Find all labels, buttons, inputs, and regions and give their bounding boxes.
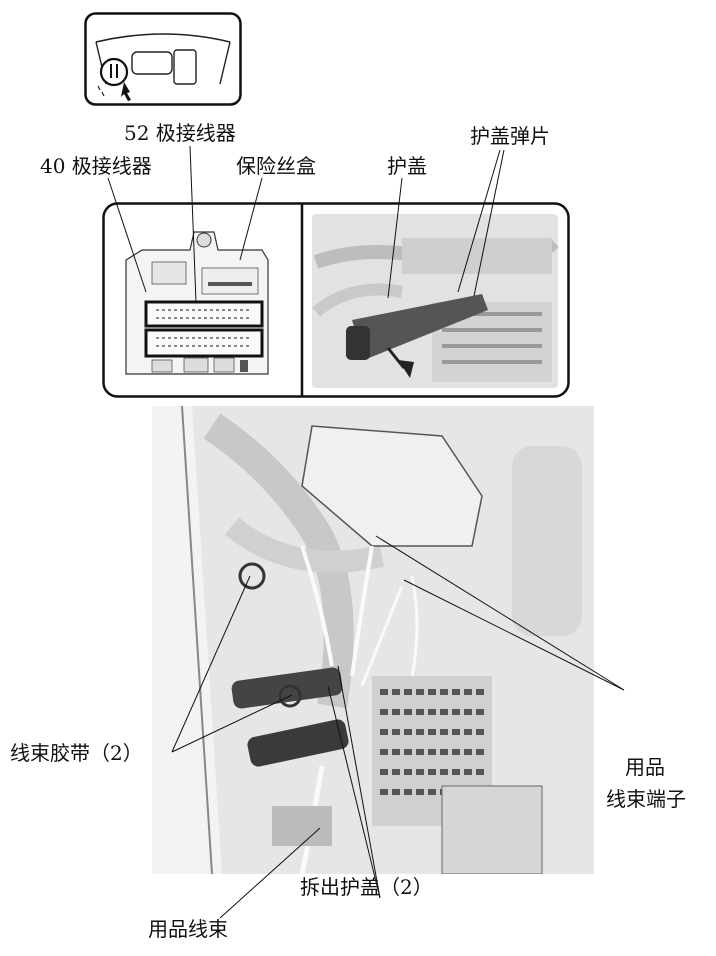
label-accessory-terminal-line2: 线束端子 bbox=[606, 787, 686, 811]
label-accessory-harness: 用品线束 bbox=[148, 917, 228, 941]
label-fuse-box: 保险丝盒 bbox=[236, 154, 316, 178]
label-remove-cover: 拆出护盖（2） bbox=[300, 875, 433, 899]
locator-inset bbox=[84, 12, 242, 106]
fuse-box-panel bbox=[102, 202, 570, 398]
harness-illustration bbox=[152, 406, 594, 874]
label-accessory-terminal-line1: 用品 bbox=[625, 755, 665, 779]
label-cover-spring: 护盖弹片 bbox=[470, 124, 550, 148]
dashboard-locator-diagram bbox=[84, 12, 242, 106]
label-harness-tape: 线束胶带（2） bbox=[10, 741, 143, 765]
label-cover: 护盖 bbox=[387, 154, 427, 178]
harness-illustration-diagram bbox=[152, 406, 594, 874]
label-52-pin-connector: 52 极接线器 bbox=[124, 121, 236, 145]
fuse-box-panel-diagram bbox=[102, 202, 570, 398]
label-40-pin-connector: 40 极接线器 bbox=[40, 154, 152, 178]
